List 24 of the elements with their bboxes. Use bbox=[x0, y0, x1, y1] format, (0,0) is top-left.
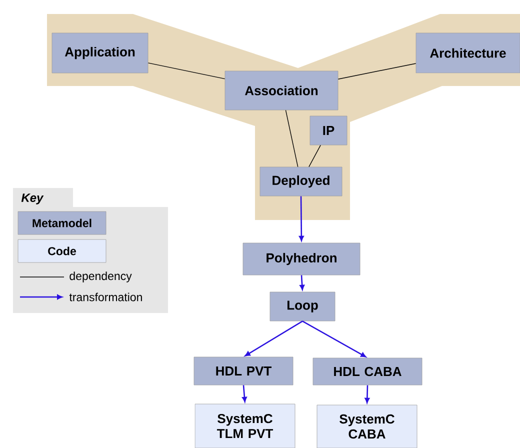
arrow bbox=[300, 275, 305, 290]
metamodel-box: Loop bbox=[270, 292, 336, 322]
connector-line bbox=[285, 110, 298, 168]
arrow bbox=[242, 385, 247, 402]
code-box: SystemC TLM PVT bbox=[194, 404, 296, 448]
legend-text: transformation bbox=[69, 292, 142, 302]
arrow bbox=[302, 320, 366, 358]
metamodel-box: Architecture bbox=[416, 32, 520, 74]
connector-line bbox=[308, 144, 321, 168]
arrow bbox=[244, 320, 303, 356]
metamodel-box: Deployed bbox=[260, 166, 342, 196]
metamodel-box: HDL CABA bbox=[312, 358, 422, 386]
metamodel-box: Polyhedron bbox=[242, 242, 360, 276]
legend-text: dependency bbox=[70, 272, 132, 282]
arrow bbox=[364, 385, 370, 404]
connector-line bbox=[148, 62, 226, 80]
metamodel-box: HDL PVT bbox=[194, 356, 294, 386]
connector-line bbox=[338, 63, 416, 80]
key-title: Key bbox=[21, 194, 44, 204]
metamodel-box: IP bbox=[310, 116, 348, 146]
metamodel-box: Association bbox=[224, 70, 338, 110]
code-box: SystemC CABA bbox=[316, 404, 418, 448]
metamodel-box: Application bbox=[52, 32, 148, 74]
arrow bbox=[299, 196, 304, 242]
